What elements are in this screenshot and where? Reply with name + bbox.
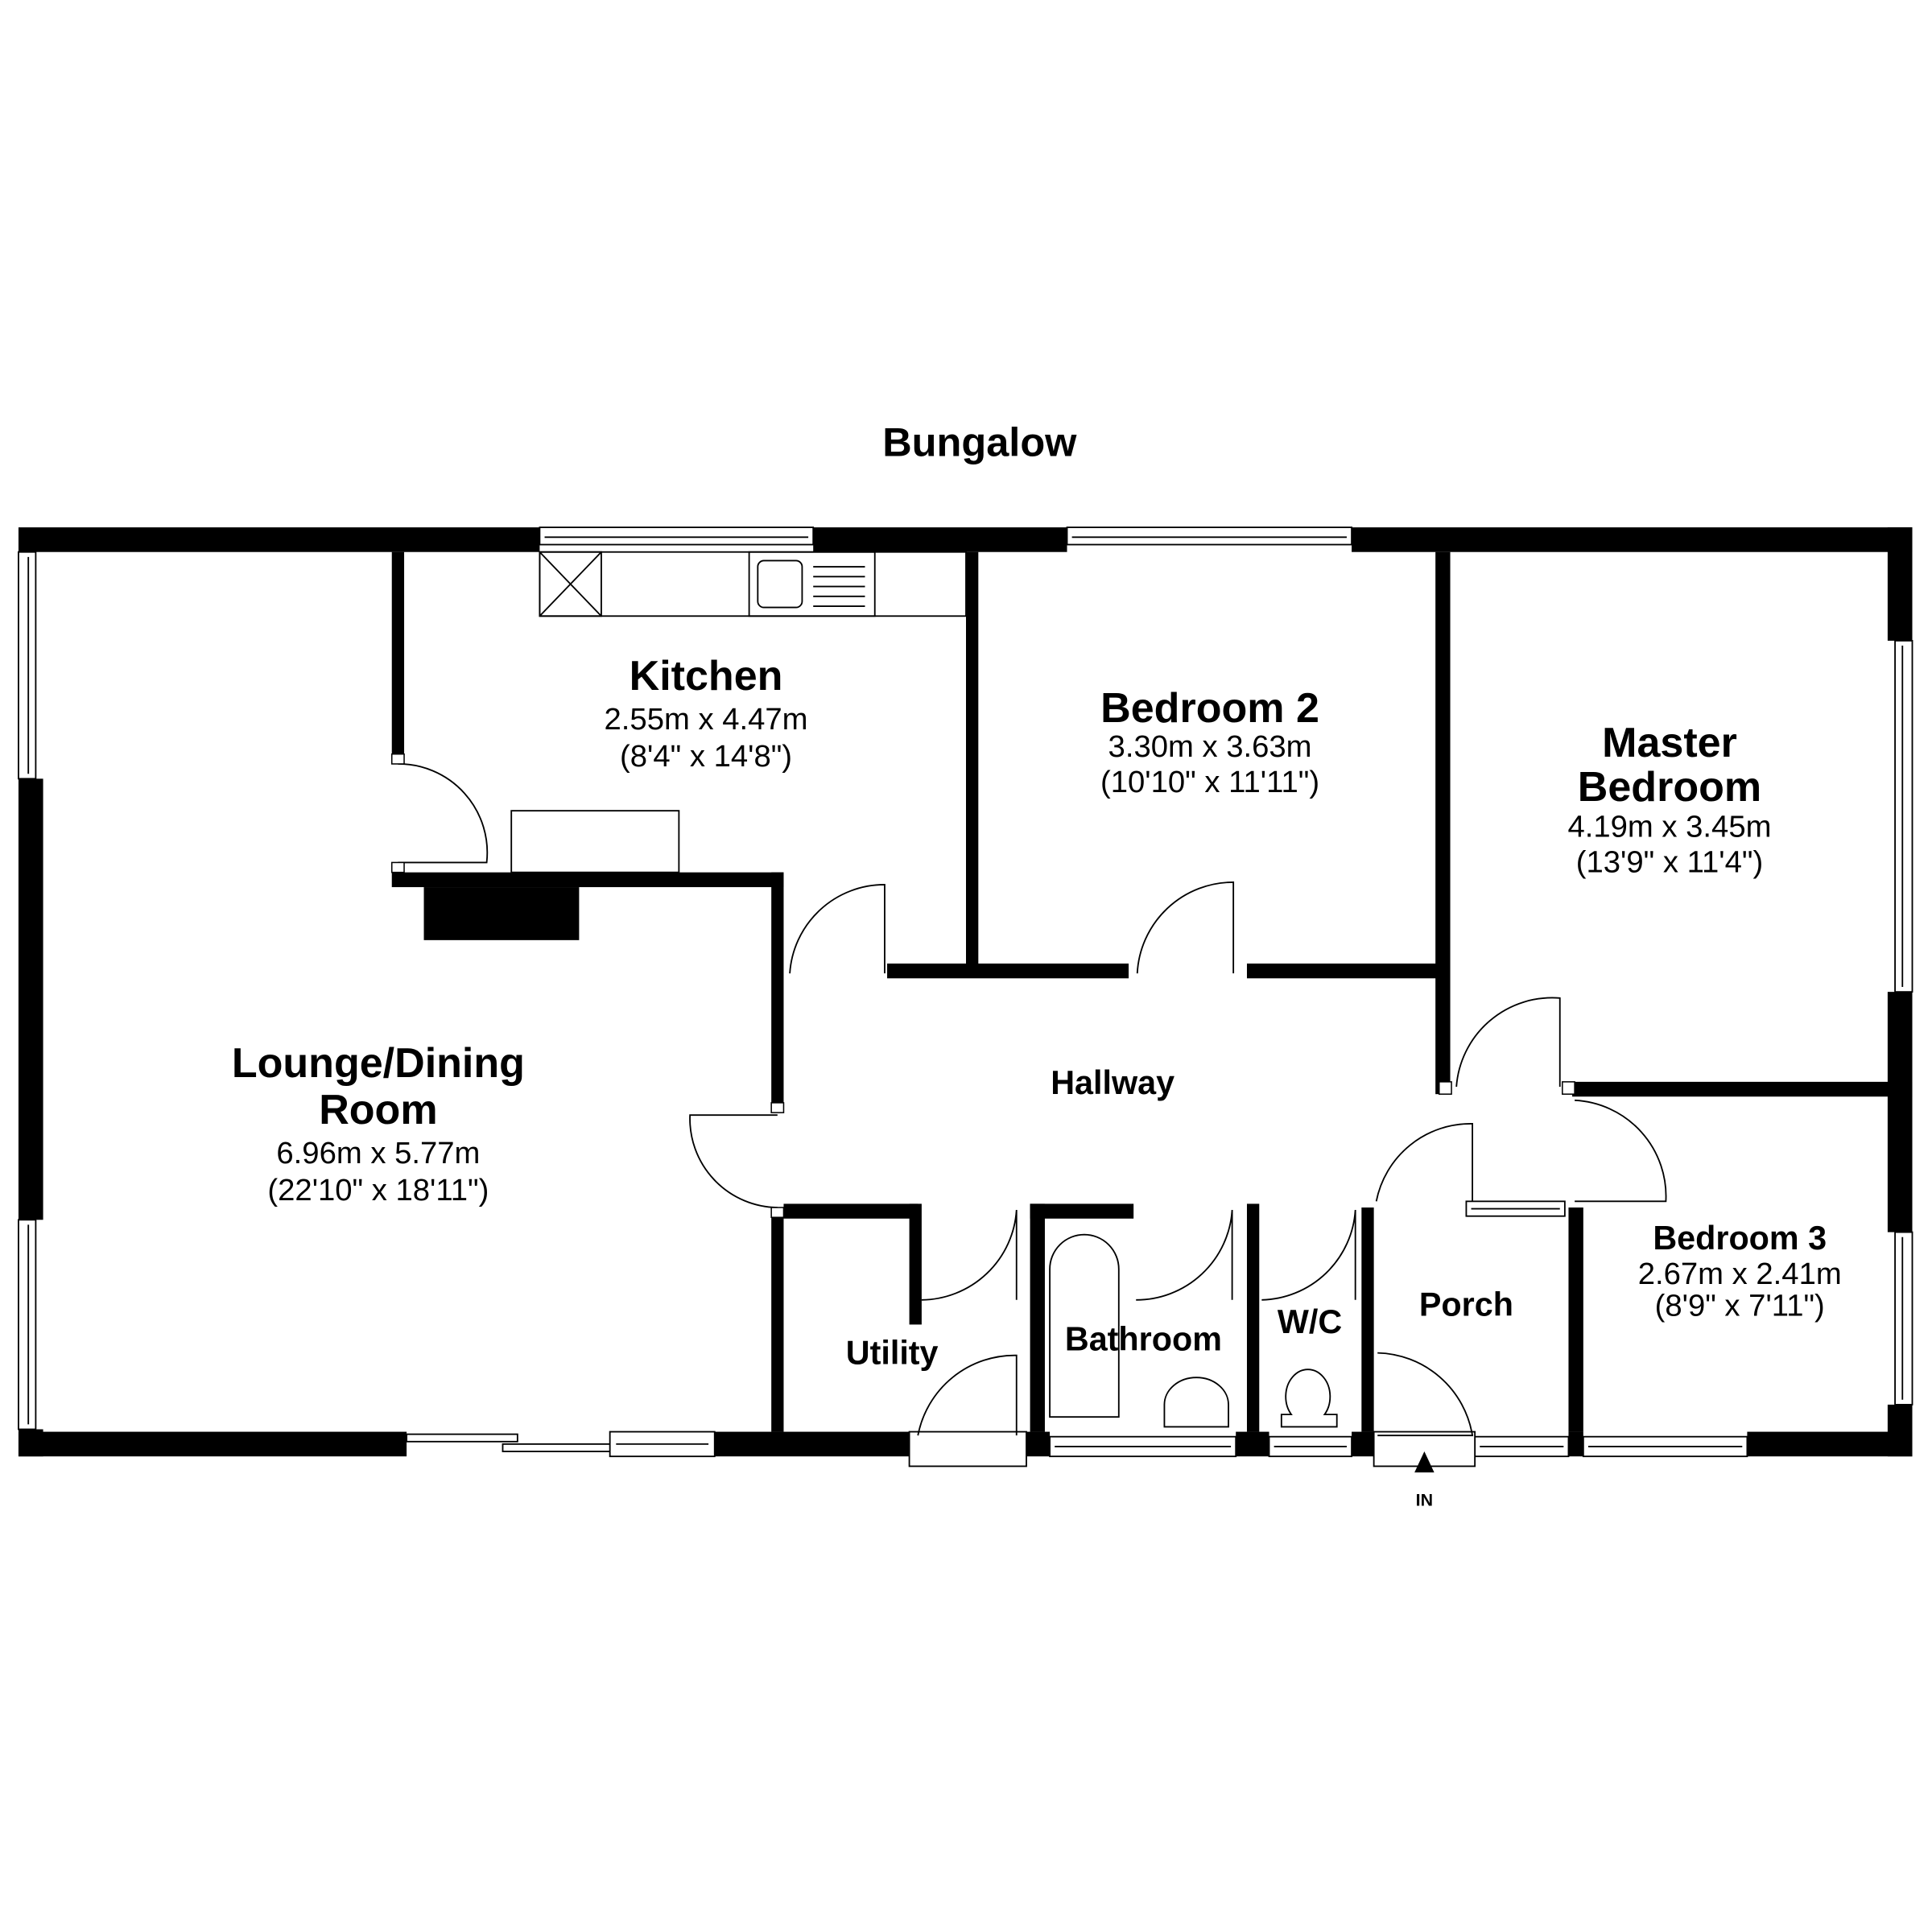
lounge-name-1: Lounge/Dining [232,1040,525,1087]
doors [390,753,1667,1437]
bathroom-name: Bathroom [1065,1321,1222,1358]
bathroom-fittings [1049,1233,1338,1428]
bedroom2-name: Bedroom 2 [1100,685,1319,732]
room-labels: Kitchen 2.55m x 4.47m (8'4" x 14'8") Bed… [232,653,1842,1371]
lounge-metric: 6.96m x 5.77m [276,1136,480,1170]
drainer-icon [813,566,865,607]
bedroom2-metric: 3.30m x 3.63m [1108,729,1312,764]
bedroom2-imperial: (10'10" x 11'11") [1100,765,1319,799]
kitchen-imperial: (8'4" x 14'8") [620,739,792,774]
bedroom3-name: Bedroom 3 [1653,1220,1827,1257]
porch-name: Porch [1419,1286,1513,1323]
master-name-2: Bedroom [1578,764,1761,811]
entrance-label: IN [1416,1490,1433,1509]
master-name-1: Master [1602,720,1737,766]
bedroom3-imperial: (8'9" x 7'11") [1655,1289,1825,1323]
hallway-name: Hallway [1051,1064,1174,1101]
plan-title: Bungalow [882,419,1077,464]
kitchen-metric: 2.55m x 4.47m [605,702,808,737]
master-metric: 4.19m x 3.45m [1567,809,1771,844]
bedroom3-metric: 2.67m x 2.41m [1638,1257,1842,1291]
kitchen-fittings [510,551,967,873]
entrance-marker: IN [1414,1451,1435,1509]
walls [18,527,1913,1457]
utility-name: Utility [846,1334,939,1371]
lounge-name-2: Room [319,1087,437,1133]
master-imperial: (13'9" x 11'4") [1576,845,1763,880]
kitchen-name: Kitchen [630,653,783,700]
wc-name: W/C [1278,1303,1342,1340]
lounge-imperial: (22'10" x 18'11") [267,1173,489,1208]
windows [18,526,1913,1468]
